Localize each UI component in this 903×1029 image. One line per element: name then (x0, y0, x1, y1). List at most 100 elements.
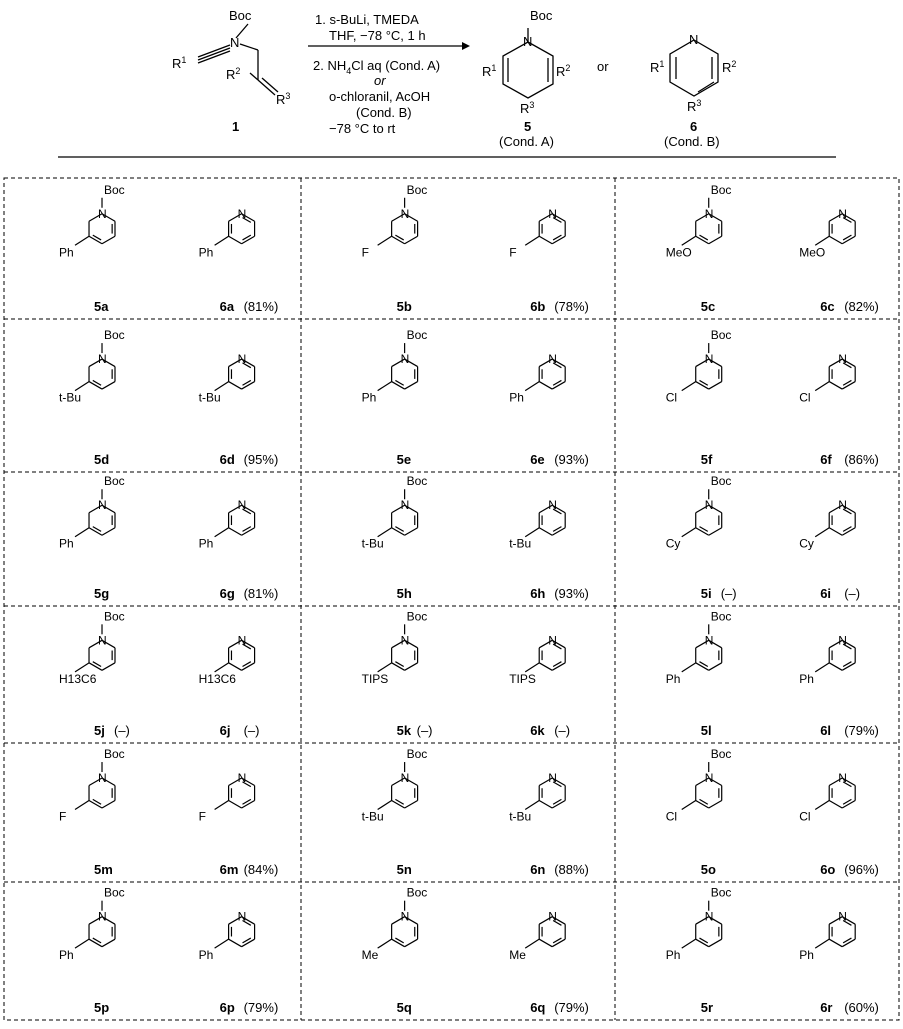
pyridine-6k-double-bond (552, 661, 562, 668)
compound-id-5c: 5c (701, 299, 715, 314)
pyridine-6i-double-bond (842, 526, 852, 532)
dihydropyridine-5b-double-bond (395, 234, 405, 241)
substituent-label-6c: MeO (799, 245, 825, 259)
pyridine-6d-bond (228, 358, 242, 368)
substituent-bond (681, 662, 697, 673)
pyridine-6m-double-bond (242, 798, 252, 805)
dihydropyridine-5f-double-bond (699, 379, 709, 386)
dihydropyridine-5f-bond (695, 358, 710, 368)
substituent-bond (524, 527, 540, 538)
substituent-bond (681, 527, 697, 538)
dihydropyridine-5q-bond (391, 916, 405, 925)
pyridine-6r-bond (841, 938, 856, 948)
pyridine-6c-bond (828, 235, 843, 245)
n-atom-label: N (401, 207, 410, 221)
pyridine-6f-bond (841, 358, 856, 368)
product5-id-label: 5 (524, 119, 531, 134)
dihydropyridine-5p-double-bond (92, 937, 102, 944)
substituent-label-5j: H13C6 (59, 672, 97, 686)
product6-r2-label: R2 (722, 59, 736, 75)
n-atom-label: N (98, 352, 107, 366)
pyridine-6i-double-bond (842, 508, 852, 515)
boc-label: Boc (104, 183, 125, 197)
substituent-bond (214, 381, 229, 392)
boc-label: Boc (711, 609, 732, 623)
dihydropyridine-5q-double-bond (395, 937, 405, 944)
pyridine-6f-bond (841, 381, 856, 390)
n-atom-label: N (98, 207, 107, 221)
boc-label: Boc (407, 609, 428, 623)
dihydropyridine-5p-bond (88, 916, 103, 925)
compound-id-5k: 5k (397, 723, 412, 738)
dihydropyridine-5n-bond (391, 777, 405, 787)
n-atom-label: N (401, 633, 410, 647)
substituent-label-6r: Ph (799, 948, 814, 962)
reaction-header (58, 23, 836, 158)
compound-id-6i: 6i (820, 586, 831, 601)
compound-id-6l: 6l (820, 723, 831, 738)
compound-id-6b: 6b (530, 299, 545, 314)
compound-id-5p: 5p (94, 1000, 109, 1015)
pyridine-6o-bond (828, 777, 843, 787)
dihydropyridine-5i-bond (708, 527, 723, 536)
pyridine-6e-bond (551, 358, 566, 368)
substituent-bond (681, 938, 697, 949)
dihydropyridine-5i-bond (695, 504, 710, 514)
pyridine-6p-bond (241, 938, 255, 948)
compound-id-5i: 5i (701, 586, 712, 601)
n-atom-label: N (705, 771, 714, 785)
substituent-label-6g: Ph (199, 537, 214, 551)
pyridine-6a-bond (228, 235, 242, 245)
dihydropyridine-5a-bond (88, 213, 103, 222)
pyridine-6e-bond (551, 381, 566, 390)
pyridine-6r-double-bond (842, 937, 852, 944)
pyridine-6b-bond (538, 235, 553, 245)
boc-label: Boc (407, 183, 428, 197)
dihydropyridine-5m-double-bond (92, 798, 102, 805)
pyridine-6h-bond (551, 527, 566, 536)
dihydropyridine-5m-bond (88, 777, 103, 787)
n-atom-label: N (548, 633, 557, 647)
pyridine-6q-double-bond (552, 937, 562, 944)
substituent-bond (377, 381, 392, 392)
compound-id-5e: 5e (397, 452, 411, 467)
boc-label: Boc (104, 747, 125, 761)
dihydropyridine-5h-bond (404, 504, 418, 514)
or-label: or (597, 59, 609, 74)
dihydropyridine-5a-bond (101, 235, 116, 245)
dihydropyridine-5k-bond (391, 639, 405, 649)
dihydropyridine-5i-bond (708, 504, 723, 514)
n-atom-label: N (838, 771, 847, 785)
pyridine-6r-double-bond (842, 919, 852, 926)
yield-5j: (–) (114, 723, 130, 738)
substituent-label-6q: Me (509, 948, 526, 962)
substituent-bond (74, 938, 90, 949)
dihydropyridine-5a-bond (88, 235, 103, 245)
pyridine-6b-bond (551, 213, 566, 222)
pyridine-6k-bond (551, 639, 566, 649)
dihydropyridine-5q-bond (404, 916, 418, 925)
yield-6p: (79%) (244, 1000, 279, 1015)
boc-label: Boc (104, 474, 125, 488)
pyridine-6f-bond (828, 381, 843, 390)
substituent-label-5e: Ph (362, 391, 377, 405)
dihydropyridine-5c-double-bond (699, 234, 709, 241)
boc-label: Boc (407, 474, 428, 488)
n-atom-label: N (705, 910, 714, 924)
substituent-bond (524, 800, 540, 811)
compound-id-6d: 6d (220, 452, 235, 467)
pyridine-6e-bond (538, 381, 553, 390)
pyridine-6l-bond (841, 662, 856, 671)
substituent-bond (814, 235, 830, 246)
yield-6e: (93%) (554, 452, 589, 467)
condition-line-4: or (374, 73, 386, 88)
pyridine-6l-double-bond (842, 643, 852, 650)
pyridine-6j-bond (241, 639, 255, 649)
compound-id-5b: 5b (397, 299, 412, 314)
compound-id-6q: 6q (530, 1000, 545, 1015)
